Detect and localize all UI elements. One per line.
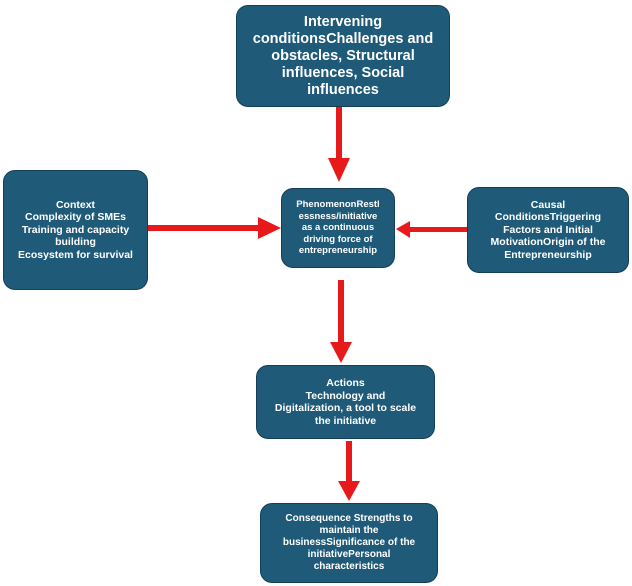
consequence-line-5: characteristics bbox=[313, 561, 385, 572]
actions-line-1: Actions bbox=[326, 377, 365, 389]
arrow-actions-to-consequence-shaft bbox=[346, 441, 352, 483]
arrow-intervening-to-phenomenon-shaft bbox=[336, 107, 342, 160]
arrow-intervening-to-phenomenon-head bbox=[328, 158, 350, 182]
phenomenon-line-4: driving force of bbox=[303, 233, 373, 245]
arrow-causal-to-phenomenon-shaft bbox=[408, 227, 467, 232]
phenomenon-box: PhenomenonRestl essness/initiative as a … bbox=[281, 188, 395, 268]
phenomenon-line-3: as a continuous bbox=[301, 222, 375, 234]
actions-line-2: Technology and bbox=[305, 389, 386, 402]
intervening-line-4: influences, Social bbox=[281, 64, 405, 81]
actions-line-3: Digitalization, a tool to scale bbox=[274, 402, 417, 414]
intervening-conditions-box: Intervening conditionsChallenges and obs… bbox=[236, 5, 450, 107]
causal-line-5: Entrepreneurship bbox=[504, 248, 592, 261]
causal-line-4: MotivationOrigin of the bbox=[490, 236, 606, 249]
context-line-5: Ecosystem for survival bbox=[18, 248, 133, 261]
causal-conditions-box: Causal ConditionsTriggering Factors and … bbox=[467, 187, 629, 273]
context-line-4: building bbox=[55, 236, 96, 249]
context-box: Context Complexity of SMEs Training and … bbox=[3, 170, 148, 290]
arrow-context-to-phenomenon-head bbox=[258, 217, 281, 239]
context-line-3: Training and capacity bbox=[21, 223, 130, 236]
consequence-line-4: initiativePersonal bbox=[307, 549, 391, 560]
arrow-context-to-phenomenon-shaft bbox=[148, 225, 260, 231]
actions-box: Actions Technology and Digitalization, a… bbox=[256, 365, 435, 439]
consequence-box: Consequence Strengths to maintain the bu… bbox=[260, 503, 438, 583]
context-line-2: Complexity of SMEs bbox=[25, 211, 126, 224]
causal-line-1: Causal bbox=[530, 198, 566, 211]
intervening-line-1: Intervening bbox=[303, 13, 383, 30]
arrow-causal-to-phenomenon-head bbox=[396, 221, 410, 238]
phenomenon-line-5: entrepreneurship bbox=[298, 245, 378, 257]
consequence-line-3: businessSignificance of the bbox=[282, 537, 416, 548]
causal-line-3: Factors and Initial bbox=[503, 223, 593, 236]
consequence-line-1: Consequence Strengths to bbox=[285, 513, 413, 524]
arrow-phenomenon-to-actions-shaft bbox=[338, 280, 344, 344]
causal-line-2: ConditionsTriggering bbox=[494, 211, 602, 224]
intervening-line-3: obstacles, Structural bbox=[271, 47, 415, 64]
intervening-line-5: influences bbox=[307, 81, 379, 98]
context-line-1: Context bbox=[55, 198, 96, 211]
actions-line-4: the initiative bbox=[314, 414, 377, 427]
arrow-actions-to-consequence-head bbox=[338, 481, 360, 501]
intervening-line-2: conditionsChallenges and bbox=[252, 30, 434, 47]
phenomenon-line-2: essness/initiative bbox=[298, 210, 378, 222]
consequence-line-2: maintain the bbox=[319, 525, 379, 536]
arrow-phenomenon-to-actions-head bbox=[330, 342, 352, 363]
phenomenon-line-1: PhenomenonRestl bbox=[296, 199, 380, 211]
